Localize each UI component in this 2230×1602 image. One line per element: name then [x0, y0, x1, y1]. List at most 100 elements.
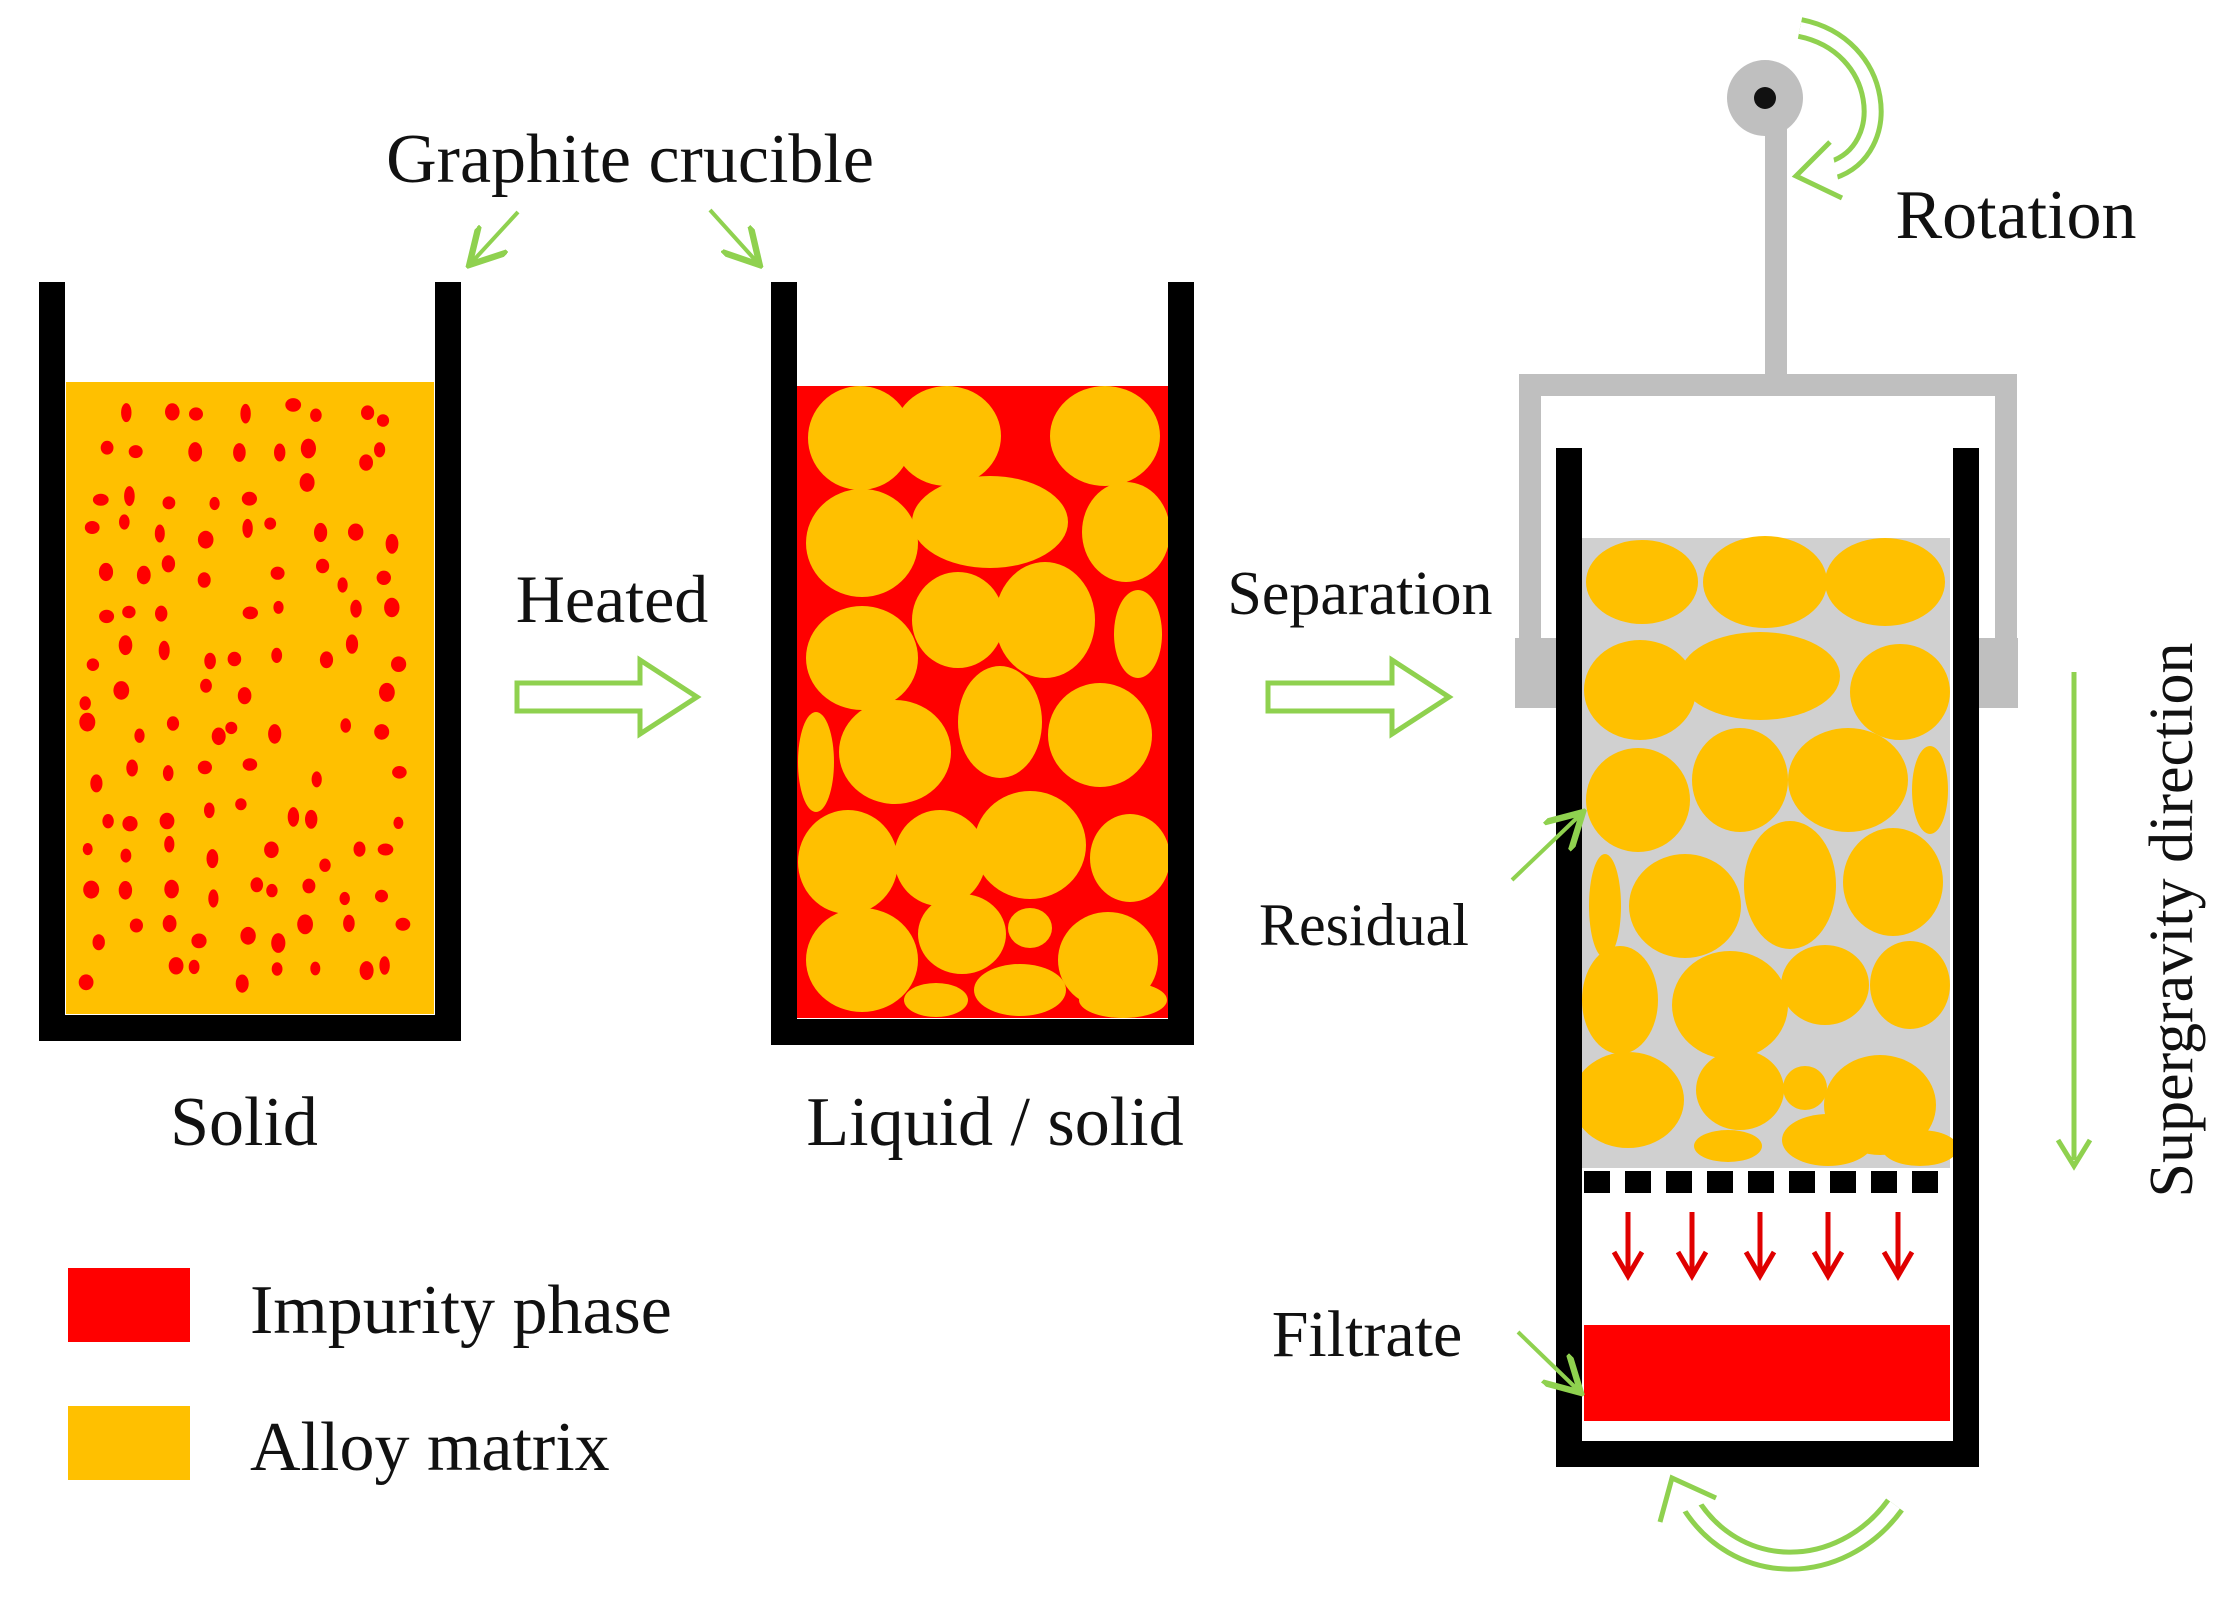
solid-crucible: [39, 282, 461, 1041]
filter-segment: [1830, 1171, 1856, 1193]
impurity-dot: [266, 883, 278, 898]
filtrate-fill: [1584, 1325, 1950, 1421]
impurity-dot: [134, 728, 145, 743]
alloy-grain: [1680, 632, 1840, 720]
flow-arrow-head: [1811, 1250, 1845, 1281]
impurity-dot: [237, 687, 252, 705]
impurity-dot: [204, 652, 216, 670]
impurity-dot: [154, 524, 165, 543]
impurity-dot: [126, 759, 138, 777]
alloy-grain: [1589, 854, 1621, 958]
filter-segment: [1584, 1171, 1610, 1193]
impurity-dot: [242, 758, 258, 771]
impurity-dot: [350, 599, 362, 618]
impurity-dot: [268, 724, 282, 744]
impurity-dot: [319, 651, 334, 669]
impurity-dot: [264, 841, 279, 859]
impurity-dot: [168, 957, 184, 975]
impurity-dot: [348, 523, 364, 541]
filtrate-label: Filtrate: [1272, 1298, 1463, 1371]
alloy-grain: [1586, 540, 1698, 624]
impurity-dot: [191, 933, 207, 949]
alloy-grain: [1850, 644, 1950, 740]
impurity-dot: [242, 518, 253, 538]
impurity-dot: [166, 716, 180, 731]
heated-label: Heated: [516, 561, 709, 637]
rotating-frame: [1515, 110, 2018, 708]
alloy-grain: [1870, 941, 1950, 1029]
impurity-dot: [79, 696, 91, 711]
curved-rotation-arrow-icon: [1657, 1474, 1904, 1572]
filter-segment: [1625, 1171, 1651, 1193]
rotation-axis-pin: [1754, 87, 1776, 109]
alloy-grain: [1782, 1114, 1874, 1166]
impurity-dot: [162, 765, 174, 782]
alloy-grain: [1090, 814, 1170, 902]
flow-arrow-head: [1881, 1250, 1915, 1281]
alloy-grain: [894, 810, 986, 906]
impurity-dot: [361, 405, 375, 421]
alloy-grain: [893, 386, 1001, 486]
alloy-grain: [1050, 386, 1160, 486]
impurity-dot: [241, 491, 257, 506]
impurity-dot: [99, 609, 115, 624]
impurity-dot: [264, 517, 277, 530]
impurity-dot: [124, 486, 135, 507]
impurity-dot: [188, 959, 200, 975]
alloy-grain: [1584, 640, 1696, 740]
alloy-grain: [1912, 746, 1948, 834]
impurity-dot: [377, 843, 394, 856]
impurity-dot: [233, 443, 246, 462]
impurity-dot: [250, 877, 264, 893]
alloy-grain: [974, 964, 1066, 1016]
alloy-grain: [808, 386, 912, 490]
curved-rotation-arrow-icon: [1791, 17, 1884, 201]
impurity-dot: [197, 760, 212, 775]
legend-label-impurity: Impurity phase: [250, 1272, 672, 1349]
crucible-wall: [1556, 448, 1979, 1467]
alloy-grain: [995, 562, 1095, 678]
filter-segment: [1789, 1171, 1815, 1193]
impurity-dot: [297, 914, 313, 935]
impurity-dot: [271, 933, 286, 953]
impurity-dot: [274, 443, 286, 462]
alloy-grain: [1744, 821, 1836, 949]
impurity-dot: [305, 809, 318, 829]
filter-segment: [1707, 1171, 1733, 1193]
impurity-dot: [391, 656, 407, 672]
impurity-dot: [376, 570, 391, 585]
impurity-dot: [78, 974, 94, 991]
impurity-dot: [235, 974, 249, 993]
impurity-dot: [271, 647, 283, 664]
alloy-grain: [806, 489, 918, 597]
impurity-dot: [209, 496, 220, 511]
crucible-pointer-arrow-icon: [472, 210, 520, 262]
impurity-dot: [122, 816, 138, 832]
impurity-dot: [337, 577, 348, 593]
impurity-dot: [120, 848, 132, 863]
alloy-grains: [798, 386, 1170, 1018]
supergravity-direction-label: Supergravity direction: [2138, 642, 2206, 1197]
impurity-dot: [118, 881, 133, 900]
alloy-grain: [904, 983, 968, 1017]
alloy-grain: [1079, 982, 1167, 1018]
impurity-dot: [84, 521, 100, 534]
alloy-grain: [912, 476, 1068, 568]
impurity-dot: [395, 917, 411, 931]
impurity-dot: [314, 522, 328, 543]
impurity-dot: [113, 681, 130, 700]
alloy-grain: [798, 712, 834, 812]
impurity-dot: [159, 812, 175, 830]
impurity-dot: [211, 727, 226, 746]
impurity-dot: [129, 918, 143, 933]
impurity-dot: [86, 658, 100, 671]
impurity-dot: [302, 878, 316, 894]
impurity-dot: [359, 454, 373, 471]
alloy-grain: [918, 894, 1006, 974]
separation-label: Separation: [1227, 560, 1492, 628]
impurity-dot: [204, 802, 215, 819]
filter-plate: [1584, 1171, 1938, 1193]
impurity-dot: [379, 956, 390, 975]
rotation-label: Rotation: [1895, 177, 2136, 254]
liquid-solid-label: Liquid / solid: [806, 1084, 1183, 1161]
